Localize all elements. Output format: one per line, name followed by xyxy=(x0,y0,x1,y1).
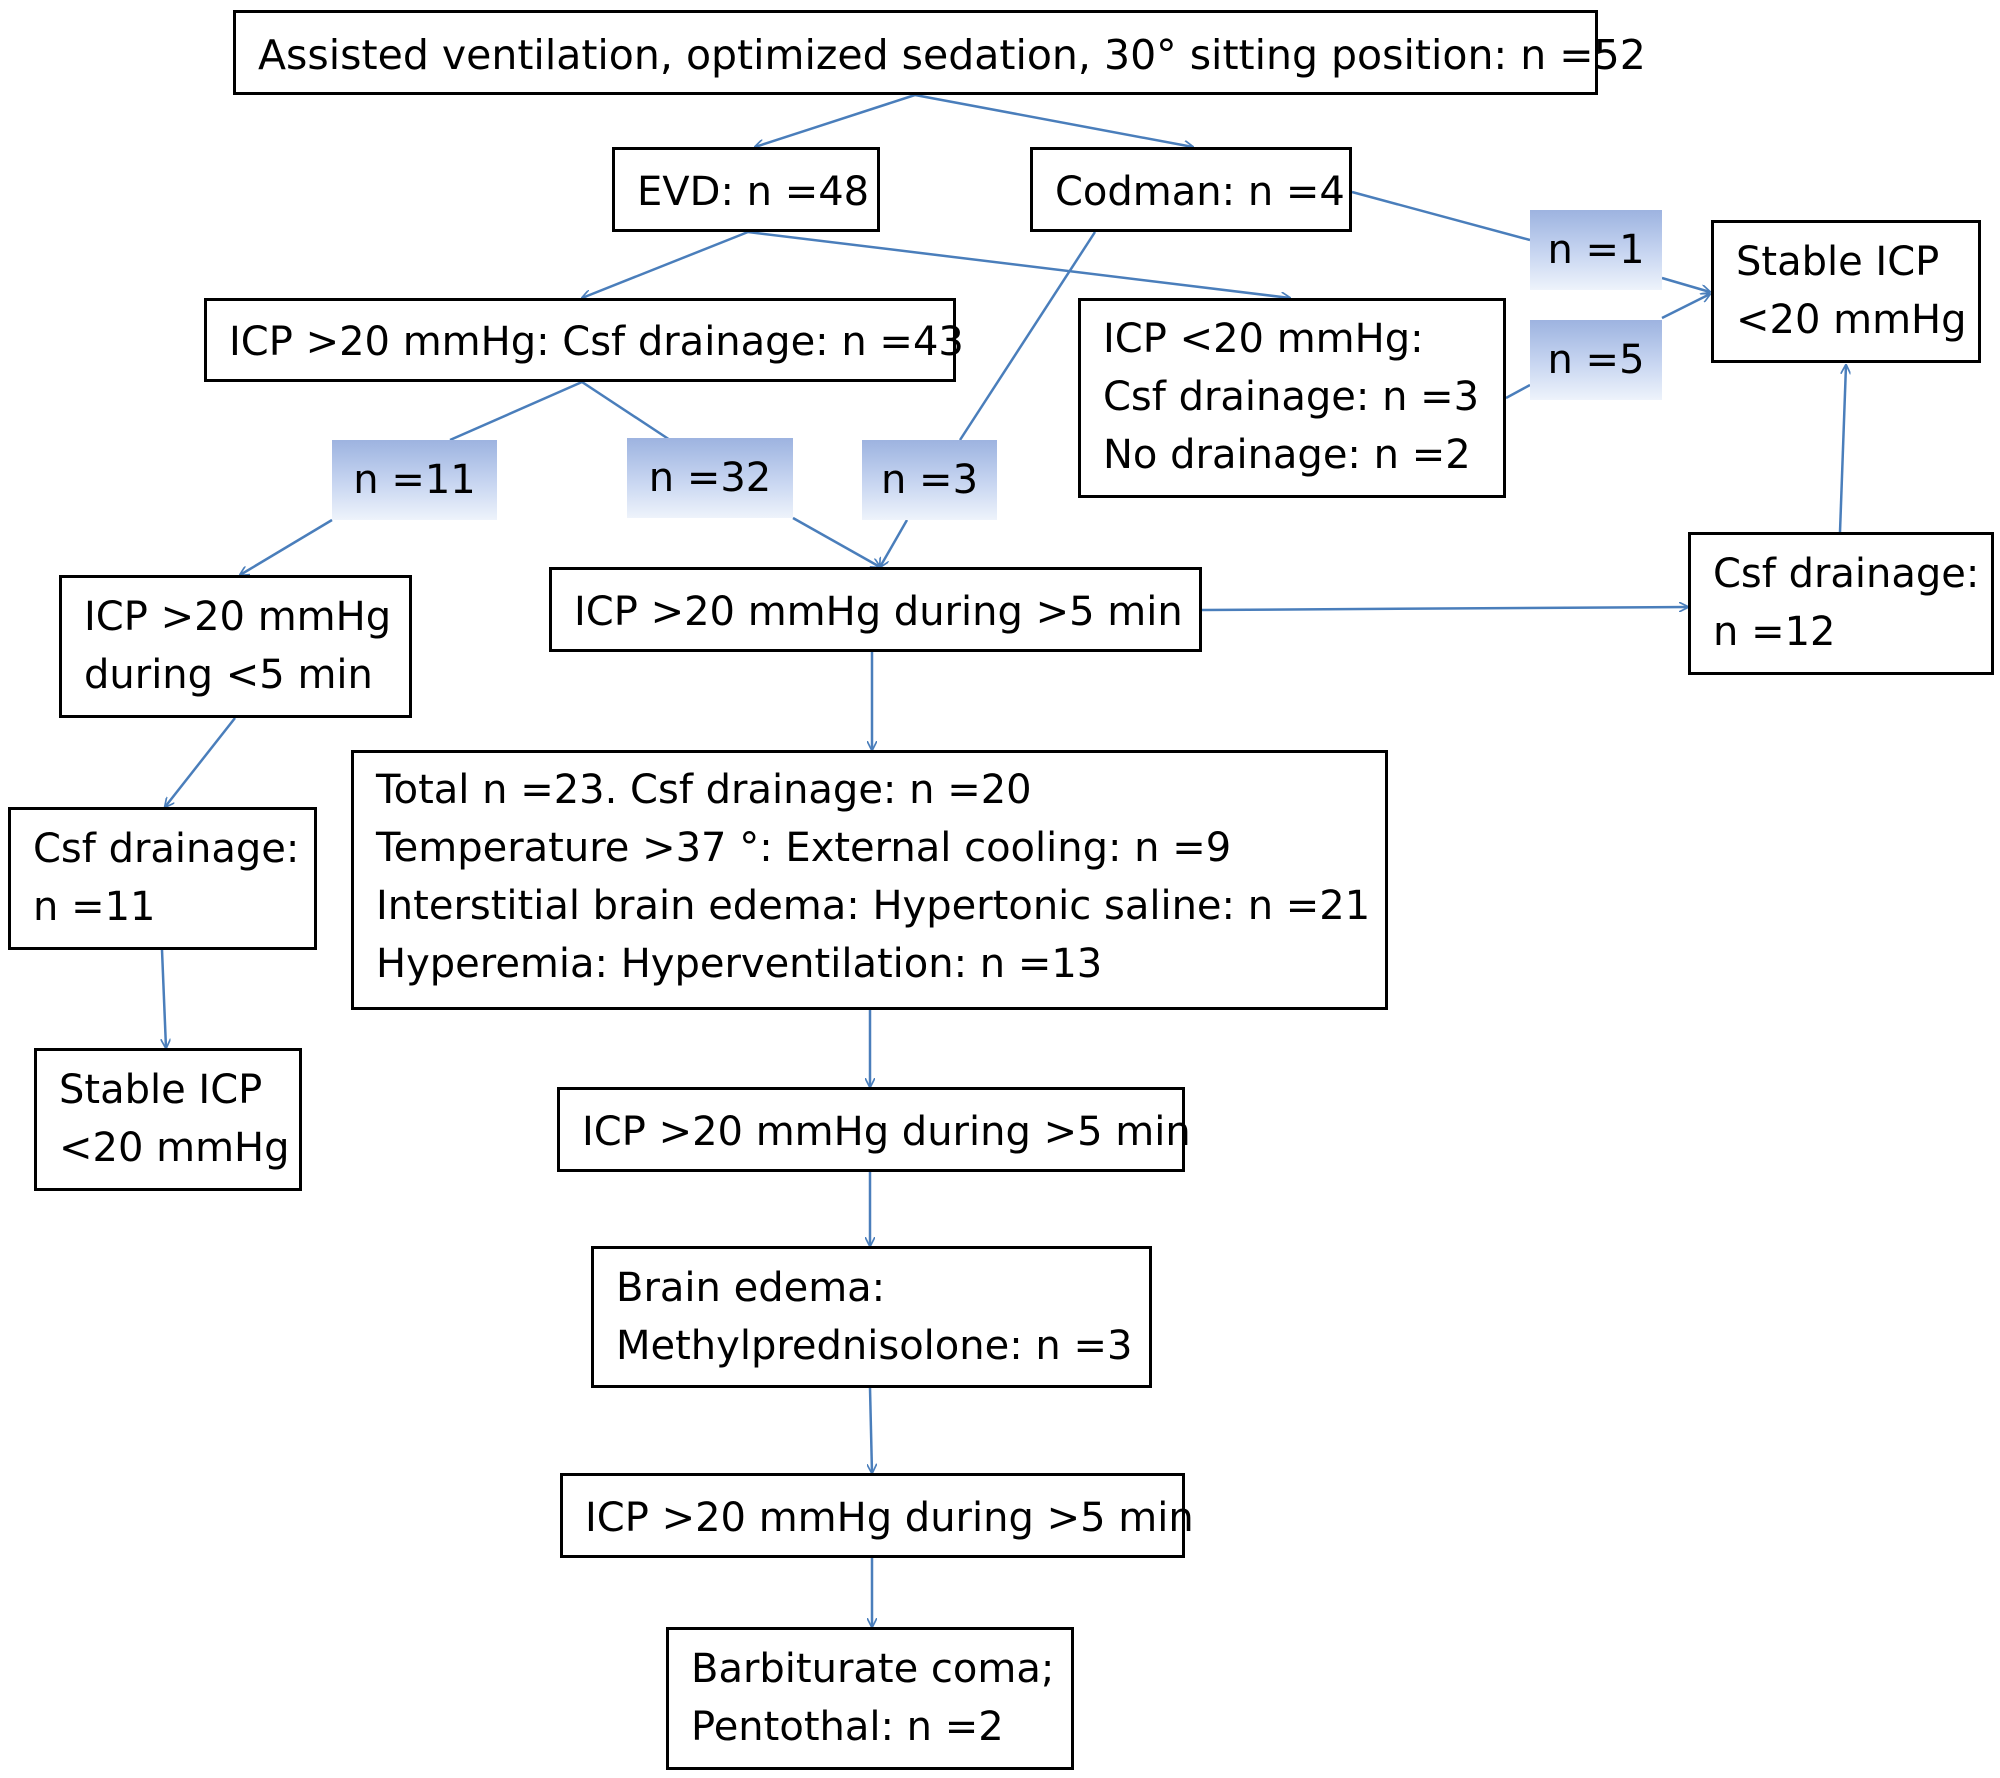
short-icp-line-1: ICP >20 mmHg xyxy=(84,594,392,640)
total-treatment-node: Total n =23. Csf drainage: n =20 Tempera… xyxy=(351,750,1388,1010)
evd-node: EVD: n =48 xyxy=(612,147,880,232)
line-codman-to-n3 xyxy=(958,231,1097,441)
csf-drainage-right-line-2: n =12 xyxy=(1713,609,1836,655)
long-icp-1-text: ICP >20 mmHg during >5 min xyxy=(574,589,1183,635)
barbiturate-line-1: Barbiturate coma; xyxy=(691,1646,1055,1692)
arrow-long-icp-to-drain-right xyxy=(1201,607,1688,610)
arrow-n11-to-short-icp xyxy=(240,518,333,575)
csf-drainage-left-line-1: Csf drainage: xyxy=(33,826,300,872)
long-icp-node-1: ICP >20 mmHg during >5 min xyxy=(549,567,1202,652)
arrow-n32-to-long-icp xyxy=(792,516,880,567)
csf-drainage-left-node: Csf drainage: n =11 xyxy=(8,807,317,950)
csf-drainage-left-line-2: n =11 xyxy=(33,884,156,930)
arrow-n1-to-stable xyxy=(1661,276,1710,292)
brain-edema-node: Brain edema: Methylprednisolone: n =3 xyxy=(591,1246,1152,1388)
arrow-short-icp-to-drain-left xyxy=(165,717,236,807)
count-tag-n11: n =11 xyxy=(332,440,497,520)
total-line-2: Temperature >37 °: External cooling: n =… xyxy=(376,825,1232,871)
arrow-evd-to-icp-low xyxy=(747,230,1290,298)
arrow-evd-to-icp-high xyxy=(582,230,749,298)
stable-icp-right-node: Stable ICP <20 mmHg xyxy=(1711,220,1981,363)
line-codman-to-n1 xyxy=(1351,190,1531,242)
stable-icp-left-line-2: <20 mmHg xyxy=(59,1125,290,1171)
long-icp-node-3: ICP >20 mmHg during >5 min xyxy=(560,1473,1194,1558)
count-tag-n1: n =1 xyxy=(1530,210,1662,290)
count-tag-n32: n =32 xyxy=(627,438,793,518)
brain-edema-line-1: Brain edema: xyxy=(616,1265,886,1311)
stable-icp-right-line-1: Stable ICP xyxy=(1736,239,1940,285)
arrow-drain-left-to-stable-left xyxy=(162,949,166,1048)
barbiturate-line-2: Pentothal: n =2 xyxy=(691,1704,1004,1750)
csf-drainage-right-node: Csf drainage: n =12 xyxy=(1688,532,1994,675)
short-icp-line-2: during <5 min xyxy=(84,652,373,698)
arrow-drain-right-to-stable xyxy=(1838,365,1846,533)
arrow-edema-to-long-icp-3 xyxy=(870,1387,872,1473)
line-icp-low-to-n5 xyxy=(1505,383,1531,400)
total-line-1: Total n =23. Csf drainage: n =20 xyxy=(376,767,1032,813)
arrow-start-to-codman xyxy=(914,93,1193,147)
evd-node-text: EVD: n =48 xyxy=(637,169,870,215)
icp-high-drainage-node: ICP >20 mmHg: Csf drainage: n =43 xyxy=(204,298,964,382)
csf-drainage-right-line-1: Csf drainage: xyxy=(1713,551,1980,597)
arrow-start-to-evd xyxy=(755,93,916,147)
long-icp-2-text: ICP >20 mmHg during >5 min xyxy=(582,1109,1191,1155)
stable-icp-left-line-1: Stable ICP xyxy=(59,1067,263,1113)
start-node-text: Assisted ventilation, optimized sedation… xyxy=(258,31,1646,79)
line-icp-high-to-n11 xyxy=(449,380,583,442)
stable-icp-right-line-2: <20 mmHg xyxy=(1736,297,1967,343)
arrow-n3-to-long-icp xyxy=(880,519,909,567)
stable-icp-left-node: Stable ICP <20 mmHg xyxy=(34,1048,302,1191)
icp-high-drainage-text: ICP >20 mmHg: Csf drainage: n =43 xyxy=(229,319,964,365)
icp-low-node: ICP <20 mmHg: Csf drainage: n =3 No drai… xyxy=(1078,298,1506,498)
long-icp-3-text: ICP >20 mmHg during >5 min xyxy=(585,1495,1194,1541)
count-tag-n3: n =3 xyxy=(862,440,997,520)
icp-low-line-2: Csf drainage: n =3 xyxy=(1103,374,1480,420)
codman-node: Codman: n =4 xyxy=(1030,147,1352,232)
short-icp-node: ICP >20 mmHg during <5 min xyxy=(59,575,412,718)
icp-low-line-1: ICP <20 mmHg: xyxy=(1103,316,1424,362)
brain-edema-line-2: Methylprednisolone: n =3 xyxy=(616,1323,1133,1369)
line-icp-high-to-n32 xyxy=(581,380,671,442)
icp-low-line-3: No drainage: n =2 xyxy=(1103,432,1471,478)
total-line-3: Interstitial brain edema: Hypertonic sal… xyxy=(376,883,1371,929)
start-node: Assisted ventilation, optimized sedation… xyxy=(233,10,1646,95)
count-tag-n5: n =5 xyxy=(1530,320,1662,400)
long-icp-node-2: ICP >20 mmHg during >5 min xyxy=(557,1087,1191,1172)
arrow-n5-to-stable xyxy=(1661,294,1710,320)
total-line-4: Hyperemia: Hyperventilation: n =13 xyxy=(376,941,1103,987)
codman-node-text: Codman: n =4 xyxy=(1055,169,1345,215)
barbiturate-node: Barbiturate coma; Pentothal: n =2 xyxy=(666,1627,1074,1770)
